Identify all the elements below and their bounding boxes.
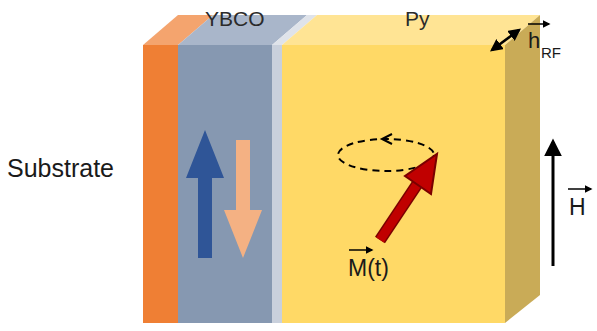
substrate-layer [143,45,178,323]
part-name: Substrate [7,156,114,181]
spin-up-arrow [186,130,224,258]
precession-direction [382,134,392,144]
vector-label: M(t) [348,257,389,280]
field-subscript: RF [541,45,561,60]
spin-down-arrow [224,140,262,258]
part-name: YBCO [205,8,265,29]
magnetization-arrow-shaft [380,180,420,240]
h-vector-mark [528,23,549,25]
field-symbol: H [569,196,586,219]
part-name: Py [405,8,430,29]
py-side [505,15,540,323]
M-vector-mark [349,249,372,251]
magnetization-arrow-outline [380,180,420,240]
H-vector-mark [568,188,591,190]
static-field-arrow [552,142,555,266]
rf-field-arrow [492,30,519,50]
field-symbol: h [528,30,540,52]
py-layer [282,45,505,323]
magnetization-arrow-head [405,154,437,194]
buffer-layer [272,45,282,323]
ybco-layer [178,45,272,323]
